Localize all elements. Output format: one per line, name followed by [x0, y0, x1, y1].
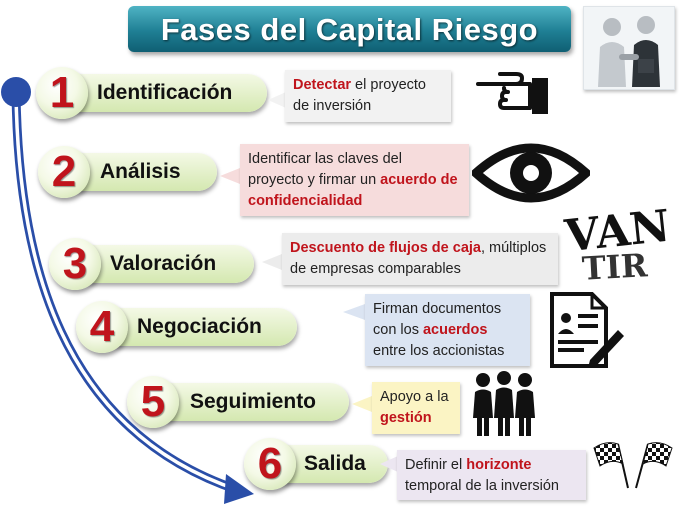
phase-label: Valoración — [110, 245, 216, 283]
phase-label: Negociación — [137, 308, 262, 346]
phase-number: 2 — [38, 146, 90, 198]
phase-callout: Definir el horizonte temporal de la inve… — [397, 450, 586, 500]
callout-text: Apoyo a la — [380, 389, 449, 405]
phase-label: Identificación — [97, 74, 232, 112]
phase-callout: Identificar las claves del proyecto y fi… — [240, 144, 469, 216]
phase-number: 5 — [127, 376, 179, 428]
phase-label: Seguimiento — [190, 383, 316, 421]
phase-callout: Detectar el proyecto de inversión — [285, 70, 451, 122]
callout-highlight: Descuento de flujos de caja — [290, 240, 481, 256]
phase-callout: Descuento de flujos de caja, múltiplos d… — [282, 233, 558, 285]
callout-pointer — [220, 168, 240, 184]
callout-pointer — [352, 396, 372, 412]
tir-text: TIR — [581, 246, 648, 287]
callout-text: Definir el — [405, 457, 466, 473]
pointing-hand-icon — [470, 62, 554, 120]
phase-callout: Apoyo a la gestión — [372, 382, 460, 434]
checkered-flags-icon — [592, 440, 674, 490]
callout-text: temporal de la inversión — [405, 478, 559, 494]
callout-highlight: gestión — [380, 410, 432, 426]
callout-highlight: Detectar — [293, 77, 351, 93]
phase-number: 3 — [49, 238, 101, 290]
callout-text: entre los accionistas — [373, 343, 504, 359]
phase-callout: Firman documentos con los acuerdos entre… — [365, 294, 530, 366]
callout-text: Identificar las claves del proyecto y fi… — [248, 151, 402, 188]
phase-number: 6 — [244, 438, 296, 490]
phase-number: 1 — [36, 67, 88, 119]
phase-label: Salida — [304, 445, 366, 483]
eye-icon — [472, 135, 590, 211]
callout-pointer — [262, 254, 282, 270]
page-title: Fases del Capital Riesgo — [128, 6, 571, 52]
callout-pointer — [343, 304, 365, 320]
signed-document-icon — [546, 290, 626, 370]
handshake-image — [583, 6, 675, 90]
team-icon — [469, 368, 539, 438]
callout-highlight: horizonte — [466, 457, 531, 473]
callout-pointer — [268, 92, 286, 108]
phase-label: Análisis — [100, 153, 181, 191]
callout-highlight: acuerdos — [423, 322, 487, 338]
callout-pointer — [380, 456, 398, 472]
phase-number: 4 — [76, 301, 128, 353]
